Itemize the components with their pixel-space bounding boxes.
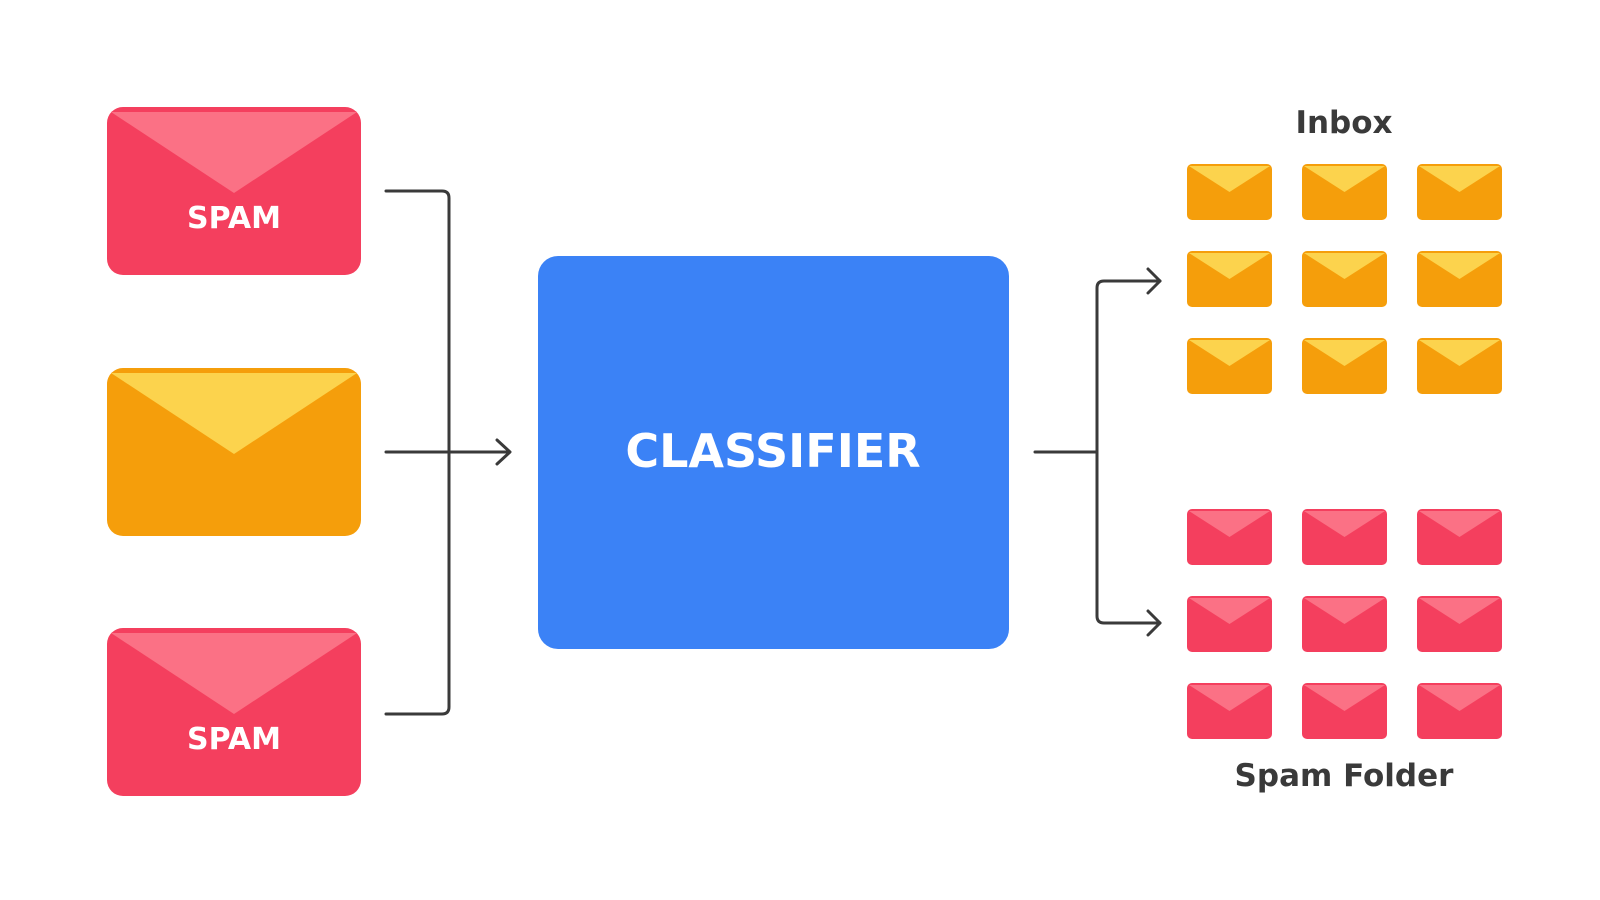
- envelope-flap: [1189, 253, 1270, 279]
- envelope-flap: [1419, 511, 1500, 537]
- spam-folder-label: Spam Folder: [1235, 758, 1455, 794]
- envelope-flap: [1304, 511, 1385, 537]
- classifier-rect: [538, 256, 1009, 649]
- classifier-box: CLASSIFIER: [538, 256, 1009, 649]
- envelope-flap: [1189, 166, 1270, 192]
- envelope-icon: [1417, 683, 1502, 739]
- envelope-flap: [1419, 253, 1500, 279]
- envelope-flap: [1304, 166, 1385, 192]
- arrow-right-icon: [1146, 267, 1162, 295]
- envelope-icon: [1302, 338, 1387, 394]
- envelope-icon: [1187, 596, 1272, 652]
- input-spam-label: SPAM: [187, 722, 281, 757]
- envelope-flap: [1419, 598, 1500, 624]
- envelope-icon: [1187, 683, 1272, 739]
- inbox-label: Inbox: [1295, 105, 1392, 141]
- envelope-icon: [1302, 596, 1387, 652]
- envelope-flap: [1304, 253, 1385, 279]
- envelope-flap: [111, 633, 357, 714]
- envelope-flap: [1419, 685, 1500, 711]
- input-spam-label: SPAM: [187, 201, 281, 236]
- envelope-icon: [1417, 596, 1502, 652]
- envelope-icon: [1302, 164, 1387, 220]
- envelope-flap: [1419, 340, 1500, 366]
- arrow-right-icon: [1146, 609, 1162, 637]
- inbox-envelope-grid: [1187, 164, 1502, 394]
- envelope-flap: [1189, 340, 1270, 366]
- envelope-icon: [1417, 338, 1502, 394]
- input-email-1: SPAM: [107, 107, 361, 275]
- arrow-right-icon: [495, 438, 512, 466]
- envelope-flap: [1419, 166, 1500, 192]
- envelope-icon: [1302, 683, 1387, 739]
- envelope-flap: [1304, 598, 1385, 624]
- input-email-3: SPAM: [107, 628, 361, 796]
- envelope-icon: [1187, 509, 1272, 565]
- envelope-flap: [1189, 511, 1270, 537]
- envelope-flap: [111, 112, 357, 193]
- envelope-icon: [1302, 251, 1387, 307]
- spam-folder-envelope-grid: [1187, 509, 1502, 739]
- envelope-icon: [1417, 164, 1502, 220]
- envelope-flap: [1304, 685, 1385, 711]
- envelope-icon: [1187, 164, 1272, 220]
- envelope-icon: [1187, 251, 1272, 307]
- envelope-icon: [1187, 338, 1272, 394]
- envelope-flap: [1304, 340, 1385, 366]
- output-branch-connector: [1095, 279, 1162, 625]
- input-email-2: [107, 368, 361, 536]
- envelope-flap: [111, 373, 357, 454]
- envelope-icon: [1417, 251, 1502, 307]
- envelope-flap: [1189, 685, 1270, 711]
- envelope-icon: [1417, 509, 1502, 565]
- envelope-flap: [1189, 598, 1270, 624]
- envelope-icon: [1302, 509, 1387, 565]
- classifier-label: CLASSIFIER: [625, 424, 920, 478]
